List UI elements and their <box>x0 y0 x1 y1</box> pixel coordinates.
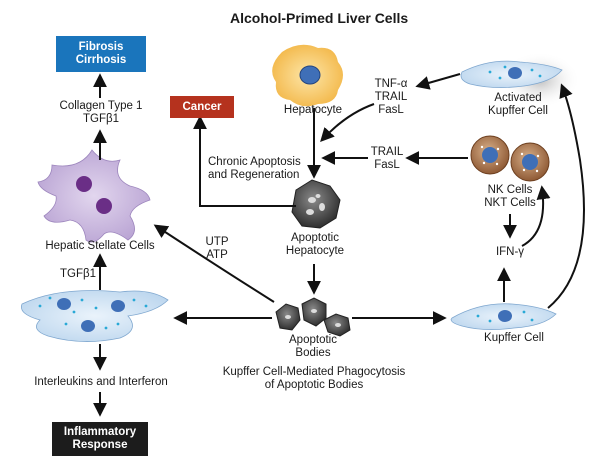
arrow-kupffer-to-activated <box>547 83 585 309</box>
kupffer-cell <box>450 303 557 330</box>
arrow-apoptotic-to-cancer <box>193 115 296 207</box>
hepatic-stellate-cell <box>37 149 151 243</box>
apoptotic-bodies-label: Apoptotic Bodies <box>278 334 348 360</box>
cancer-label: Cancer <box>182 100 222 113</box>
chronic-line1: Chronic Apoptosis <box>208 156 301 168</box>
nk-cells-line1: NK Cells <box>487 184 533 196</box>
trail-fasl-line2: FasL <box>374 159 400 171</box>
tgfb1-label: TGFβ1 <box>60 268 97 280</box>
cirrhosis-label: Cirrhosis <box>75 54 127 66</box>
fasl-line: FasL <box>378 104 404 116</box>
stellate-cell-cluster <box>21 290 169 342</box>
apoptotic-bodies-line1: Apoptotic <box>289 334 337 346</box>
interleukins-label: Interleukins and Interferon <box>34 376 168 388</box>
apoptotic-hepatocyte-label: Apoptotic Hepatocyte <box>270 232 360 258</box>
apoptotic-hepatocyte-cell <box>291 179 341 229</box>
cancer-box: Cancer <box>170 96 234 118</box>
arrow-ifn-to-nk <box>521 185 551 247</box>
phagocytosis-label: Kupffer Cell-Mediated Phagocytosis of Ap… <box>222 366 406 392</box>
apoptotic-bodies-line2: Bodies <box>295 347 331 359</box>
tnf-trail-fasl-label: TNF-α TRAIL FasL <box>366 78 416 117</box>
diagram-title: Alcohol-Primed Liver Cells <box>230 10 409 26</box>
activated-kupffer-line1: Activated <box>494 92 542 104</box>
nk-cells-label: NK Cells NKT Cells <box>470 184 550 210</box>
trail-fasl-label: TRAIL FasL <box>366 146 408 172</box>
chronic-apoptosis-label: Chronic Apoptosis and Regeneration <box>208 156 301 182</box>
activated-kupffer-label: Activated Kupffer Cell <box>470 92 566 118</box>
tnf-alpha-line: TNF-α <box>374 78 408 90</box>
chronic-line2: and Regeneration <box>208 169 300 181</box>
arrow-kupffer-to-tnf <box>415 73 461 90</box>
hepatic-stellate-label: Hepatic Stellate Cells <box>45 240 155 252</box>
ifn-gamma-label: IFN-γ <box>495 246 525 258</box>
arrow-tnf-to-apoptotic <box>320 103 375 143</box>
hepatocyte-cell <box>272 44 343 107</box>
inflammatory-label: Inflammatory <box>63 426 137 438</box>
arrow-bodies-to-stellate <box>153 224 275 303</box>
nk-cell-group <box>470 135 550 182</box>
tgfb1-line: TGFβ1 <box>82 113 119 125</box>
apoptotic-hepatocyte-line1: Apoptotic <box>291 232 339 244</box>
hepatocyte-label: Hepatocyte <box>283 104 343 116</box>
phagocytosis-line2: of Apoptotic Bodies <box>264 379 364 391</box>
trail-line: TRAIL <box>374 91 408 103</box>
apoptotic-bodies <box>275 297 351 337</box>
trail-fasl-line1: TRAIL <box>370 146 404 158</box>
apoptotic-hepatocyte-line2: Hepatocyte <box>285 245 345 257</box>
fibrosis-label: Fibrosis <box>78 41 124 53</box>
collagen-line1: Collagen Type 1 <box>59 100 143 112</box>
phagocytosis-line1: Kupffer Cell-Mediated Phagocytosis <box>222 366 406 378</box>
kupffer-cell-label: Kupffer Cell <box>484 332 544 344</box>
inflammatory-response-box: Inflammatory Response <box>52 422 148 456</box>
collagen-label: Collagen Type 1 TGFβ1 <box>56 100 146 126</box>
utp-line: UTP <box>205 236 229 248</box>
nk-cells-line2: NKT Cells <box>484 197 536 209</box>
atp-line: ATP <box>206 249 228 261</box>
fibrosis-cirrhosis-box: Fibrosis Cirrhosis <box>56 36 146 72</box>
response-label: Response <box>72 439 128 451</box>
utp-atp-label: UTP ATP <box>202 236 232 262</box>
activated-kupffer-line2: Kupffer Cell <box>488 105 548 117</box>
